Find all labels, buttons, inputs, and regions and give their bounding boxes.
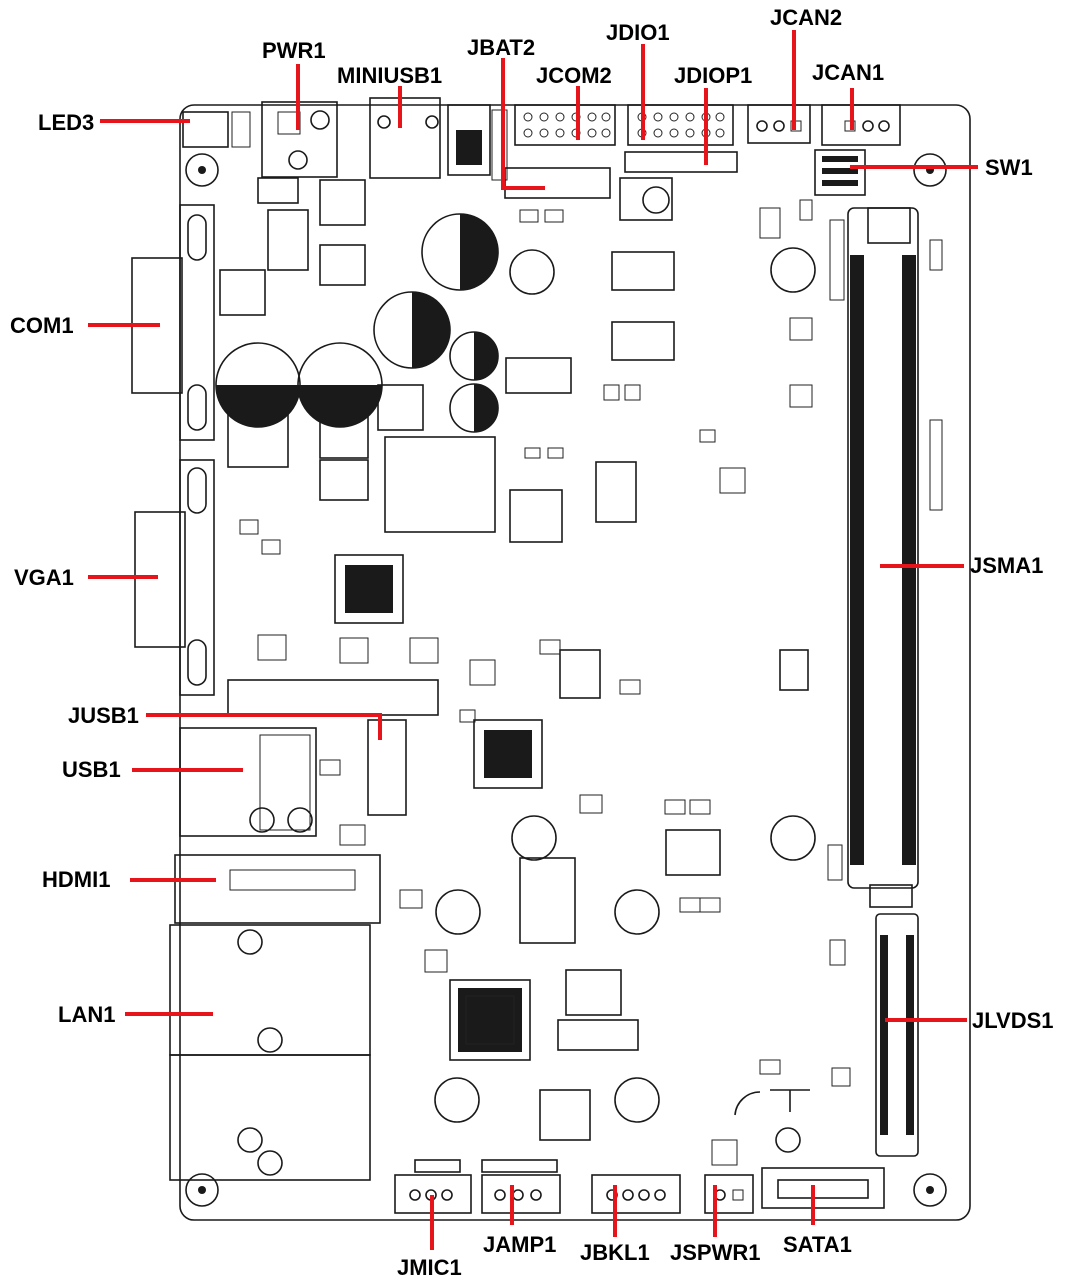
ics-and-inductors bbox=[219, 177, 810, 1153]
label-sata1: SATA1 bbox=[783, 1232, 852, 1257]
pcb-board bbox=[131, 97, 971, 1221]
label-jcom2: JCOM2 bbox=[536, 63, 612, 88]
mounting-holes bbox=[185, 153, 947, 1207]
standoff-circles bbox=[434, 247, 816, 1123]
label-led3: LED3 bbox=[38, 110, 94, 135]
left-edge-connectors bbox=[131, 204, 381, 1181]
leader-jbat2 bbox=[501, 58, 545, 190]
top-edge-connectors bbox=[182, 97, 901, 204]
label-jusb1: JUSB1 bbox=[68, 703, 139, 728]
capacitors bbox=[215, 213, 499, 433]
smd-components bbox=[239, 199, 943, 1166]
label-jdiop1: JDIOP1 bbox=[674, 63, 752, 88]
label-jamp1: JAMP1 bbox=[483, 1232, 556, 1257]
connector-labels: LED3 PWR1 MINIUSB1 JBAT2 JCOM2 JDIO1 JDI… bbox=[10, 5, 1054, 1280]
label-jsma1: JSMA1 bbox=[970, 553, 1043, 578]
label-com1: COM1 bbox=[10, 313, 74, 338]
label-vga1: VGA1 bbox=[14, 565, 74, 590]
bottom-edge-connectors bbox=[394, 1159, 885, 1214]
label-lan1: LAN1 bbox=[58, 1002, 115, 1027]
label-jmic1: JMIC1 bbox=[397, 1255, 462, 1280]
label-miniusb1: MINIUSB1 bbox=[337, 63, 442, 88]
label-jcan2: JCAN2 bbox=[770, 5, 842, 30]
label-pwr1: PWR1 bbox=[262, 38, 326, 63]
label-jbkl1: JBKL1 bbox=[580, 1240, 650, 1265]
label-jcan1: JCAN1 bbox=[812, 60, 884, 85]
jlvds1-connector bbox=[875, 913, 919, 1157]
jsma1-slot bbox=[847, 207, 919, 908]
label-jspwr1: JSPWR1 bbox=[670, 1240, 760, 1265]
label-jlvds1: JLVDS1 bbox=[972, 1008, 1054, 1033]
label-jdio1: JDIO1 bbox=[606, 20, 670, 45]
label-sw1: SW1 bbox=[985, 155, 1033, 180]
label-jbat2: JBAT2 bbox=[467, 35, 535, 60]
label-hdmi1: HDMI1 bbox=[42, 867, 110, 892]
label-usb1: USB1 bbox=[62, 757, 121, 782]
leader-jusb1 bbox=[146, 713, 382, 740]
leader-lines bbox=[88, 30, 978, 1250]
